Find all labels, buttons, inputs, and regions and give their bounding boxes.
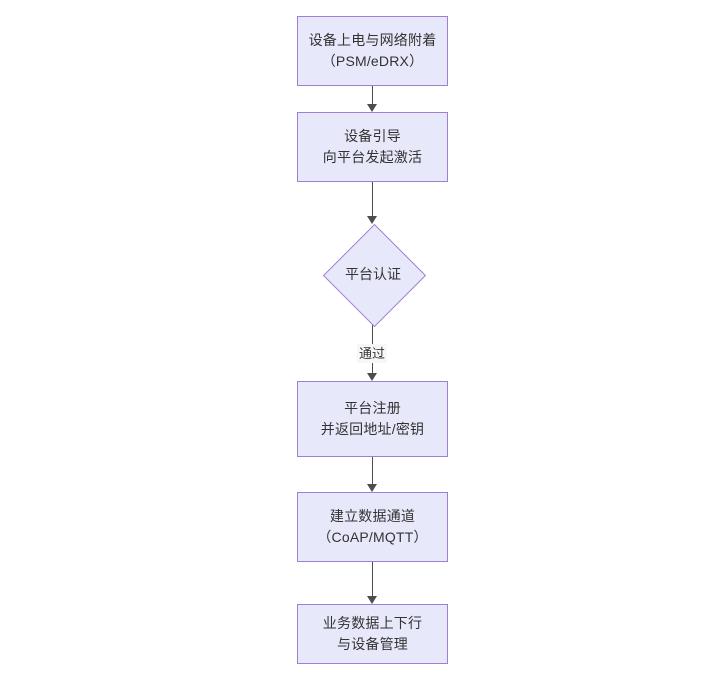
edge-arrowhead	[367, 216, 377, 224]
node-power-on[interactable]: 设备上电与网络附着 （PSM/eDRX）	[297, 16, 448, 86]
node-platform-register[interactable]: 平台注册 并返回地址/密钥	[297, 381, 448, 457]
node-data-channel-line2: （CoAP/MQTT）	[317, 529, 428, 545]
node-bootstrap[interactable]: 设备引导 向平台发起激活	[297, 112, 448, 182]
node-service-data[interactable]: 业务数据上下行 与设备管理	[297, 604, 448, 664]
edge-connector-line	[372, 86, 373, 106]
node-data-channel-line1: 建立数据通道	[329, 508, 416, 524]
node-power-on-line2: （PSM/eDRX）	[321, 53, 424, 69]
node-bootstrap-line1: 设备引导	[344, 128, 401, 144]
node-platform-auth[interactable]: 平台认证	[322, 223, 426, 327]
node-bootstrap-line2: 向平台发起激活	[322, 149, 423, 165]
edge-arrowhead	[367, 373, 377, 381]
edge-arrowhead	[367, 596, 377, 604]
node-service-data-line2: 与设备管理	[337, 636, 408, 652]
node-platform-auth-label: 平台认证	[345, 266, 401, 282]
node-power-on-line1: 设备上电与网络附着	[308, 32, 437, 48]
edge-label-pass: 通过	[356, 344, 388, 363]
edge-connector-line	[372, 182, 373, 216]
node-platform-register-line1: 平台注册	[344, 400, 401, 416]
node-data-channel[interactable]: 建立数据通道 （CoAP/MQTT）	[297, 492, 448, 562]
edge-arrowhead	[367, 104, 377, 112]
node-platform-register-line2: 并返回地址/密钥	[320, 421, 425, 437]
edge-arrowhead	[367, 484, 377, 492]
edge-connector-line	[372, 562, 373, 596]
edge-connector-line	[372, 457, 373, 484]
node-service-data-line1: 业务数据上下行	[322, 615, 423, 631]
